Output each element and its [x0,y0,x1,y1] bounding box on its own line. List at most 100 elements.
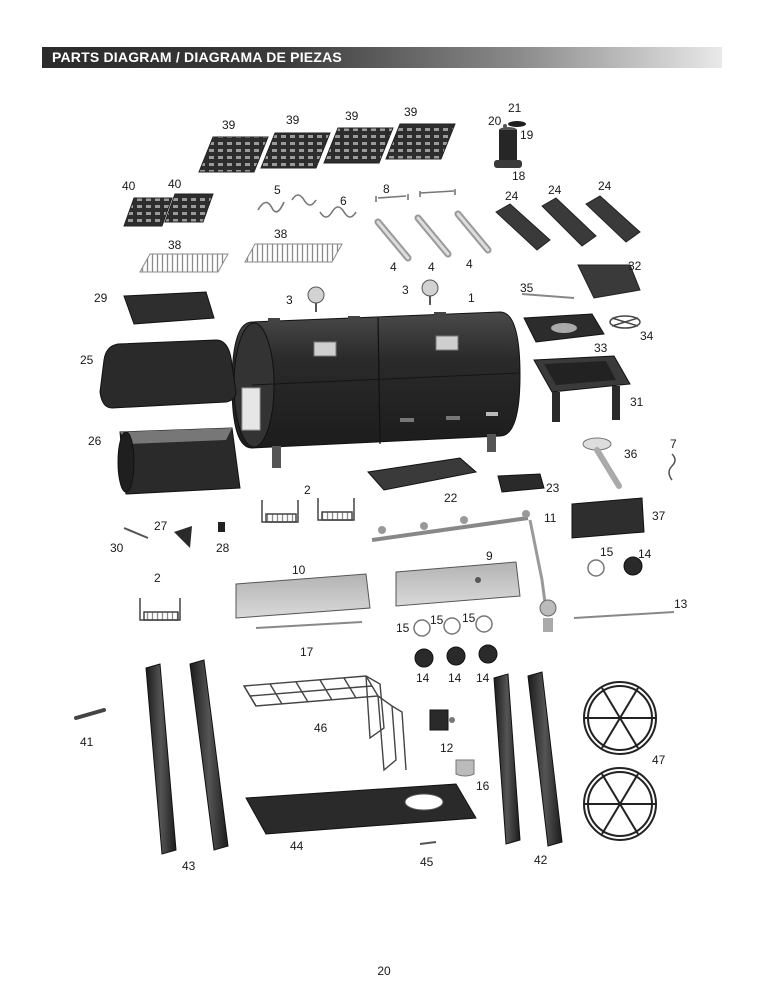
callout: 37 [652,509,666,523]
heat-tents [495,195,641,251]
control-panel [395,561,521,607]
callout: 44 [290,839,304,853]
ash-pan [577,264,641,299]
callout: 15 [600,545,614,559]
callout: 14 [416,671,430,685]
callout: 4 [428,260,435,274]
callout: 30 [110,541,124,555]
callout: 4 [466,257,473,271]
handle-rod [255,621,363,629]
wrench [74,708,106,720]
callout: 38 [274,227,288,241]
callout: 35 [520,281,534,295]
side-burner-panel [571,497,645,539]
legs-right [493,671,563,847]
callout: 32 [628,259,642,273]
section-title: PARTS DIAGRAM / DIAGRAMA DE PIEZAS [52,49,342,65]
callout: 9 [486,549,493,563]
callout: 10 [292,563,306,577]
callout: 38 [168,238,182,252]
damper-rod [123,527,149,539]
grease-cup [497,473,545,493]
firebox-cover [123,291,215,325]
callout: 39 [222,118,236,132]
callout: 7 [670,437,677,451]
callout: 12 [440,741,454,755]
bottom-shelf [245,783,477,835]
callout: 11 [544,511,557,525]
small-brackets [257,189,456,218]
callout: 3 [402,283,409,297]
callout: 41 [80,735,94,749]
gas-manifold [371,510,557,632]
side-burner-grate [609,315,641,329]
callout: 24 [548,183,562,197]
firebox-lid [99,339,237,409]
callout: 14 [638,547,652,561]
gas-regulator [429,709,455,731]
callout: 15 [462,611,476,625]
wheels [583,681,657,841]
callout: 25 [80,353,94,367]
callout: 34 [640,329,654,343]
callout: 28 [216,541,230,555]
callout: 14 [476,671,490,685]
side-burner [582,437,622,489]
smoke-stack [494,121,526,168]
grease-tray [367,457,478,491]
igniter-wire [573,611,675,619]
callout: 1 [468,291,475,305]
bottom-rack [242,675,407,772]
callout: 39 [345,109,359,123]
callout: 14 [448,671,462,685]
callout: 17 [300,645,314,659]
callout: 23 [546,481,560,495]
callout-labels: 39 39 39 39 21 20 19 18 40 40 5 6 8 24 2… [80,101,688,873]
callout: 24 [505,189,519,203]
callout: 24 [598,179,612,193]
callout: 4 [390,260,397,274]
callout: 27 [154,519,168,533]
side-shelf-brackets [139,498,355,621]
damper-handle [174,526,192,548]
callout: 2 [154,571,161,585]
callout: 36 [624,447,638,461]
callout: 20 [488,114,502,128]
callout: 39 [404,105,418,119]
cooking-grates [198,123,456,173]
callout: 40 [122,179,136,193]
firebox-grates [123,193,214,227]
callout: 19 [520,128,534,142]
callout: 40 [168,177,182,191]
callout: 3 [286,293,293,307]
callout: 22 [444,491,458,505]
support-rod [521,293,575,299]
tank-bracket [455,759,475,777]
callout: 6 [340,194,347,208]
legs-left [145,659,229,855]
callout: 47 [652,753,666,767]
callout: 39 [286,113,300,127]
clip [218,522,225,532]
callout: 21 [508,101,522,115]
front-panel-left [235,573,371,619]
callout: 15 [396,621,410,635]
callout: 29 [94,291,108,305]
burner-tubes [374,210,492,262]
callout: 45 [420,855,434,869]
thermometers [307,279,439,312]
callout: 13 [674,597,688,611]
callout: 2 [304,483,311,497]
callout: 16 [476,779,490,793]
section-header-bar: PARTS DIAGRAM / DIAGRAMA DE PIEZAS [42,47,722,68]
callout: 43 [182,859,196,873]
side-burner-frame [533,355,631,422]
callout: 33 [594,341,608,355]
control-knobs [414,644,498,668]
warming-racks [139,243,343,273]
callout: 26 [88,434,102,448]
hook [668,453,676,481]
side-burner-bowl [523,313,605,343]
